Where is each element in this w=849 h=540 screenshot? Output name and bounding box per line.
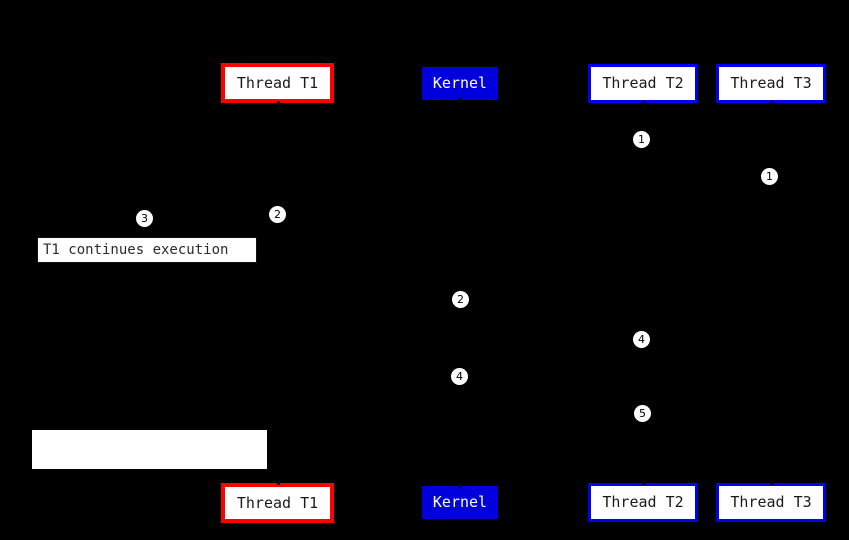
- participant-box-kernel[interactable]: Kernel: [422, 67, 498, 100]
- participant-label: Thread T1: [236, 493, 319, 512]
- lifeline-stub-kernel: [459, 98, 462, 102]
- note-continue: T1 continues execution: [37, 237, 257, 263]
- participant-box-t2[interactable]: Thread T2: [588, 483, 698, 522]
- step-marker-2-kernel: 2: [452, 291, 469, 308]
- lifeline-t2: [643, 103, 644, 483]
- step-marker-2-t1: 2: [269, 206, 286, 223]
- participant-label: Thread T3: [730, 493, 812, 511]
- lifeline-stub-t2: [642, 101, 645, 105]
- step-marker-5-t2: 5: [634, 405, 651, 422]
- participant-box-t1[interactable]: Thread T1: [221, 483, 334, 523]
- lifeline-t3: [771, 103, 772, 483]
- step-marker-3-note: 3: [136, 210, 153, 227]
- lifeline-stub-t1: [276, 481, 280, 485]
- note-blank: [32, 430, 267, 469]
- participant-label: Thread T2: [602, 493, 684, 511]
- lifeline-stub-t3: [770, 481, 773, 485]
- lifeline-stub-t3: [770, 101, 773, 105]
- participant-box-t1[interactable]: Thread T1: [221, 63, 334, 103]
- lifeline-stub-kernel: [459, 484, 462, 488]
- participant-box-t3[interactable]: Thread T3: [716, 483, 826, 522]
- step-marker-1-t3: 1: [761, 168, 778, 185]
- participant-label: Kernel: [432, 74, 488, 92]
- lifeline-t1: [277, 103, 278, 483]
- step-marker-4-kernel: 4: [451, 368, 468, 385]
- participant-box-t3[interactable]: Thread T3: [716, 64, 826, 103]
- step-marker-4-t2: 4: [633, 331, 650, 348]
- participant-label: Thread T1: [236, 73, 319, 92]
- participant-label: Thread T3: [730, 74, 812, 92]
- participant-label: Kernel: [432, 493, 488, 511]
- step-marker-1-t2: 1: [633, 131, 650, 148]
- participant-box-t2[interactable]: Thread T2: [588, 64, 698, 103]
- lifeline-stub-t2: [642, 481, 645, 485]
- note-text: T1 continues execution: [43, 242, 229, 258]
- lifeline-stub-t1: [276, 101, 280, 105]
- participant-box-kernel[interactable]: Kernel: [422, 486, 498, 519]
- participant-label: Thread T2: [602, 74, 684, 92]
